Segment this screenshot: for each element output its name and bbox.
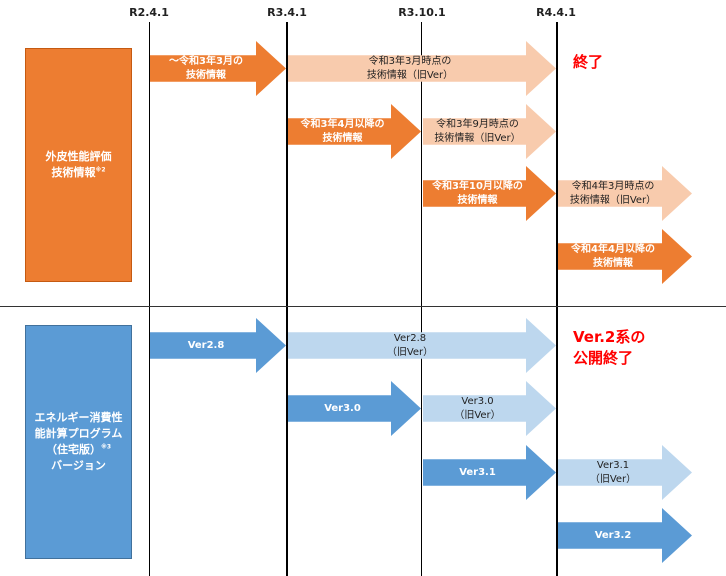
- category-line: 能計算プログラム: [34, 427, 123, 441]
- arrow-label: 技術情報: [457, 194, 498, 206]
- date-r4-4-1: R4.4.1: [536, 6, 576, 19]
- arrow-label: Ver3.1: [459, 466, 496, 478]
- arrow-label: 技術情報（旧Ver）: [569, 194, 657, 206]
- arrow-label: 技術情報: [592, 257, 633, 269]
- arrow-label: 技術情報: [322, 132, 363, 144]
- arrow-tech-info-until-r3-3: 〜令和3年3月の技術情報: [150, 41, 286, 96]
- end-label-ver2: Ver.2系の 公開終了: [573, 327, 645, 369]
- footnote-mark: ※2: [95, 166, 106, 174]
- arrow-ver3-0: Ver3.0: [288, 381, 421, 436]
- arrow-label: 技術情報: [185, 69, 226, 81]
- arrow-label: 令和3年10月以降の: [432, 181, 523, 192]
- date-r3-4-1: R3.4.1: [267, 6, 307, 19]
- arrow-label: 令和3年3月時点の: [368, 56, 452, 67]
- arrow-label: Ver2.8: [187, 339, 225, 351]
- arrow-ver3-0-old: Ver3.0 （旧Ver）: [423, 381, 556, 436]
- timeline-line-r4-4-1: [556, 22, 558, 576]
- arrow-label: （旧Ver）: [454, 409, 501, 421]
- arrow-tech-info-from-r4-4: 令和4年4月以降の技術情報: [558, 229, 692, 284]
- section-divider: [0, 306, 726, 307]
- timeline-line-r2-4-1: [149, 22, 150, 576]
- arrow-label: Ver2.8: [393, 333, 427, 344]
- end-label-line: 公開終了: [573, 349, 634, 367]
- arrow-label: （旧Ver）: [589, 473, 637, 485]
- category-line: エネルギー消費性: [34, 411, 123, 425]
- arrow-tech-info-from-r3-4: 令和3年4月以降の技術情報: [288, 104, 421, 159]
- arrow-label: Ver3.0: [324, 402, 361, 414]
- category-line: （住宅版）: [45, 443, 101, 456]
- arrow-label: 令和3年4月以降の: [300, 119, 385, 130]
- arrow-ver3-1: Ver3.1: [423, 445, 556, 500]
- end-label-tech-info: 終了: [573, 53, 604, 71]
- end-label-line: Ver.2系の: [573, 328, 646, 346]
- arrow-tech-info-r3-9-old: 令和3年9月時点の技術情報（旧Ver）: [423, 104, 556, 159]
- timeline-line-r3-10-1: [421, 22, 422, 576]
- arrow-tech-info-from-r3-10: 令和3年10月以降の技術情報: [423, 166, 556, 221]
- category-line: 技術情報: [51, 166, 96, 179]
- arrow-label: 技術情報（旧Ver）: [366, 69, 454, 81]
- arrow-label: 令和4年3月時点の: [571, 181, 655, 192]
- arrow-label: 技術情報（旧Ver）: [434, 132, 521, 144]
- arrow-label: Ver3.0: [461, 396, 494, 407]
- arrow-label: Ver3.2: [594, 529, 632, 541]
- category-line: バージョン: [51, 458, 106, 472]
- arrow-label: 令和3年9月時点の: [436, 119, 519, 130]
- arrow-tech-info-r3-3-old: 令和3年3月時点の技術情報（旧Ver）: [288, 41, 556, 96]
- arrow-label: （旧Ver）: [386, 346, 434, 358]
- date-r3-10-1: R3.10.1: [398, 6, 446, 19]
- arrow-label: 〜令和3年3月の: [169, 56, 243, 67]
- arrow-label: Ver3.1: [596, 460, 630, 471]
- arrow-label: 令和4年4月以降の: [571, 244, 655, 255]
- arrow-ver2-8-old: Ver2.8 （旧Ver）: [288, 318, 556, 373]
- date-r2-4-1: R2.4.1: [129, 6, 169, 19]
- category-energy-program-version: エネルギー消費性 能計算プログラム （住宅版）※3 バージョン: [25, 325, 132, 559]
- timeline-line-r3-4-1: [286, 22, 288, 576]
- category-envelope-performance: 外皮性能評価 技術情報※2: [25, 48, 132, 282]
- footnote-mark: ※3: [100, 443, 111, 451]
- arrow-ver3-2: Ver3.2: [558, 508, 692, 563]
- arrow-tech-info-r4-3-old: 令和4年3月時点の技術情報（旧Ver）: [558, 166, 692, 221]
- category-line: 外皮性能評価: [45, 150, 112, 164]
- arrow-ver3-1-old: Ver3.1 （旧Ver）: [558, 445, 692, 500]
- arrow-ver2-8: Ver2.8: [150, 318, 286, 373]
